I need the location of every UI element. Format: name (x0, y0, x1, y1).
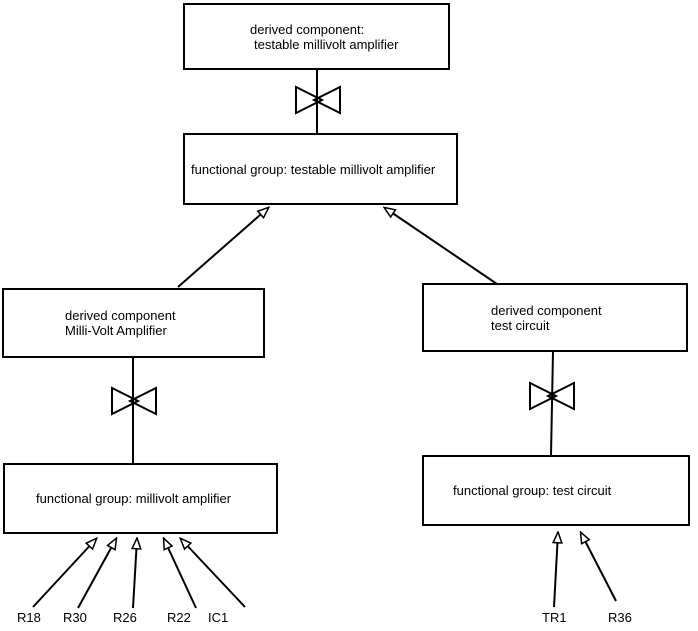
box-label: functional group: millivolt amplifier (36, 491, 232, 506)
box-functional-group-millivolt-amplifier: functional group: millivolt amplifier (3, 463, 278, 534)
bowtie-icon (295, 85, 341, 115)
arrow-tr1 (554, 533, 558, 608)
part-label-ic1: IC1 (208, 610, 229, 625)
box-label-line1: derived component (65, 308, 176, 323)
bowtie-icon (111, 386, 157, 416)
link-derived-test-to-fg-test (550, 351, 554, 456)
box-derived-component-milli-volt-amplifier: derived component Milli-Volt Amplifier (2, 288, 265, 358)
box-functional-group-test-circuit: functional group: test circuit (422, 455, 690, 526)
box-label-line2: testable millivolt amplifier (254, 36, 399, 52)
arrow-r36 (581, 533, 617, 602)
arrow-r26 (133, 539, 137, 609)
box-label-line2: test circuit (491, 317, 550, 333)
box-derived-component-test-circuit: derived component test circuit (422, 283, 688, 352)
box-label: functional group: testable millivolt amp… (191, 161, 436, 177)
arrow-derived-mv-to-fg-testable (177, 208, 268, 288)
part-label-r26: R26 (113, 610, 137, 625)
part-label-r36: R36 (608, 610, 632, 625)
box-functional-group-testable-millivolt-amplifier: functional group: testable millivolt amp… (183, 133, 458, 205)
bowtie-icon (529, 381, 575, 411)
arrow-r22 (164, 539, 197, 609)
part-label-r30: R30 (63, 610, 87, 625)
part-label-r18: R18 (17, 610, 41, 625)
box-label-line1: derived component: (250, 21, 365, 37)
box-label-line2: Milli-Volt Amplifier (65, 323, 167, 338)
box-derived-component-testable-millivolt-amplifier: derived component: testable millivolt am… (183, 3, 450, 70)
arrow-ic1 (181, 539, 246, 608)
box-label: functional group: test circuit (453, 483, 612, 498)
part-label-tr1: TR1 (542, 610, 567, 625)
arrow-r30 (77, 539, 116, 609)
box-label-line1: derived component (491, 302, 602, 318)
arrow-derived-test-to-fg-testable (385, 208, 498, 285)
part-label-r22: R22 (167, 610, 191, 625)
arrow-r18 (32, 539, 96, 608)
